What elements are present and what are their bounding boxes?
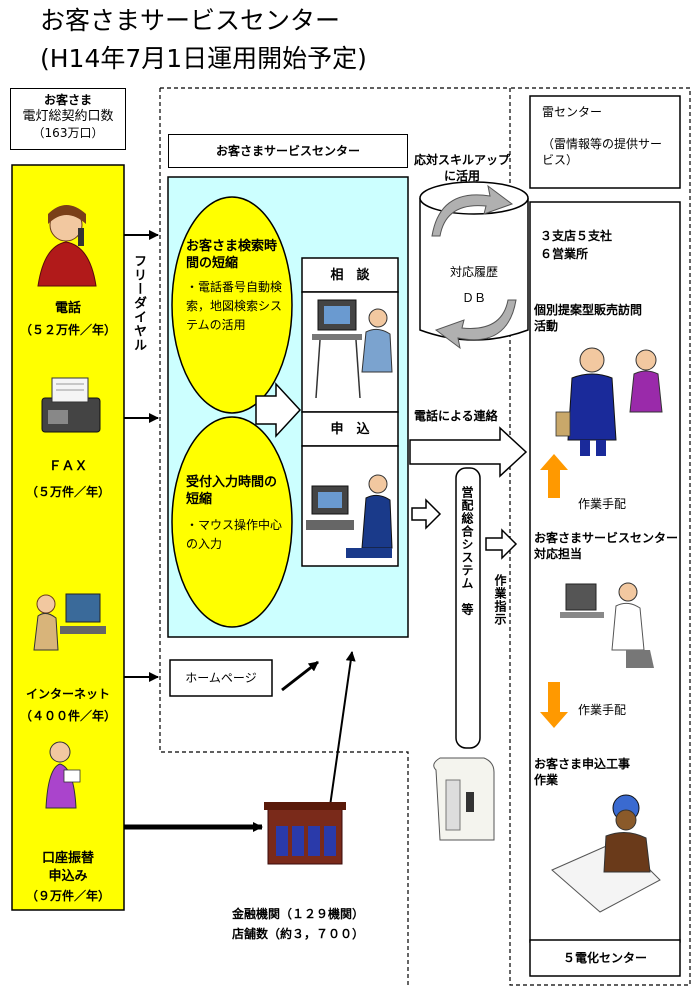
electrification-label: ５電化センター — [562, 951, 647, 965]
work-instruction-label: 作業指示 — [493, 574, 507, 626]
phone-volume: （５２万件／年） — [19, 323, 116, 337]
internet-user-illustration — [33, 593, 106, 651]
search-items: ・電話番号自動検索，地図検索システムの活用 — [186, 280, 283, 332]
lightning-center-box — [529, 95, 681, 189]
phone-operator-illustration — [37, 205, 97, 287]
construction-worker-illustration — [551, 794, 661, 913]
search-title: お客さま検索時間の短縮 — [186, 239, 278, 271]
construction-label: お客さま申込工事作業 — [534, 757, 631, 787]
center-heading: お客さまサービスセンター — [215, 144, 360, 158]
customer-header-box: お客さま 電灯総契約口数 （163万口） — [10, 88, 126, 150]
orange-down-arrow — [540, 682, 568, 728]
lightning-center-label: 雷センター — [542, 105, 603, 119]
eigyo-system-column — [455, 467, 481, 749]
bank-volume: （９万件／年） — [25, 889, 110, 903]
consult-operator-illustration — [312, 299, 393, 399]
bank-customer-illustration — [45, 741, 81, 809]
orange-up-arrow — [540, 454, 568, 498]
input-title: 受付入力時間の短縮 — [186, 475, 278, 507]
page-title: お客さまサービスセンター — [40, 6, 341, 35]
fax-label: ＦＡＸ — [48, 459, 88, 474]
service-staff-label: お客さまサービスセンター対応担当 — [534, 531, 679, 561]
bank-building-illustration — [264, 802, 346, 865]
input-ellipse — [171, 416, 293, 628]
contact-hollow-arrow — [409, 426, 528, 478]
electrification-box — [529, 939, 681, 977]
free-dial-label: フリーダイヤル — [131, 254, 146, 352]
input-items: ・マウス操作中心の入力 — [186, 518, 283, 551]
bank-label: 口座振替 — [41, 851, 94, 866]
bank-branches: 店舗数（約３，７００） — [232, 927, 365, 941]
consult-label: 相 談 — [330, 268, 370, 283]
eigyo-system-label: 営配総合システム 等 — [460, 486, 474, 616]
history-label: 対応履歴 — [449, 265, 498, 279]
db-label: ＤＢ — [461, 291, 486, 305]
offices-box — [529, 201, 681, 943]
page-subtitle: (H14年7月1日運用開始予定) — [40, 44, 367, 73]
service-staff-illustration — [560, 582, 654, 668]
right-boundary-dashed — [509, 87, 691, 986]
apply-operator-illustration — [306, 474, 393, 558]
hollow-arrow-to-panels — [255, 382, 302, 438]
sales-people-illustration — [555, 347, 663, 456]
offices-label-2: ６営業所 — [540, 247, 589, 261]
internet-label: インターネット — [25, 687, 110, 701]
system-terminal-illustration — [433, 757, 495, 841]
contracts-value: （163万口） — [32, 126, 104, 140]
center-boundary-dashed — [159, 88, 409, 985]
sales-activity-label: 個別提案型販売訪問活動 — [534, 303, 643, 333]
fax-volume: （５万件／年） — [25, 485, 110, 499]
apply-label: 申 込 — [330, 422, 370, 437]
work-arrange-1: 作業手配 — [578, 497, 627, 511]
homepage-box — [169, 659, 273, 697]
offices-label: ３支店５支社 — [540, 229, 613, 243]
search-ellipse — [171, 196, 293, 414]
work-arrange-2: 作業手配 — [578, 703, 627, 717]
center-heading-box: お客さまサービスセンター — [168, 134, 408, 168]
contracts-label: 電灯総契約口数 — [22, 109, 114, 124]
skill-up-label: 応対スキルアップに活用 — [413, 153, 510, 183]
internet-volume: （４００件／年） — [19, 709, 116, 723]
homepage-label: ホームページ — [185, 671, 257, 685]
phone-label: 電話 — [54, 301, 81, 316]
contact-label: 電話による連絡 — [414, 409, 498, 423]
bank-label-2: 申込み — [48, 869, 88, 884]
customer-heading: お客さま — [43, 93, 92, 107]
lightning-service-label: （雷情報等の提供サービス） — [542, 137, 663, 167]
bank-institutions: 金融機関（１２９機関） — [232, 907, 365, 921]
fax-illustration — [41, 377, 101, 433]
